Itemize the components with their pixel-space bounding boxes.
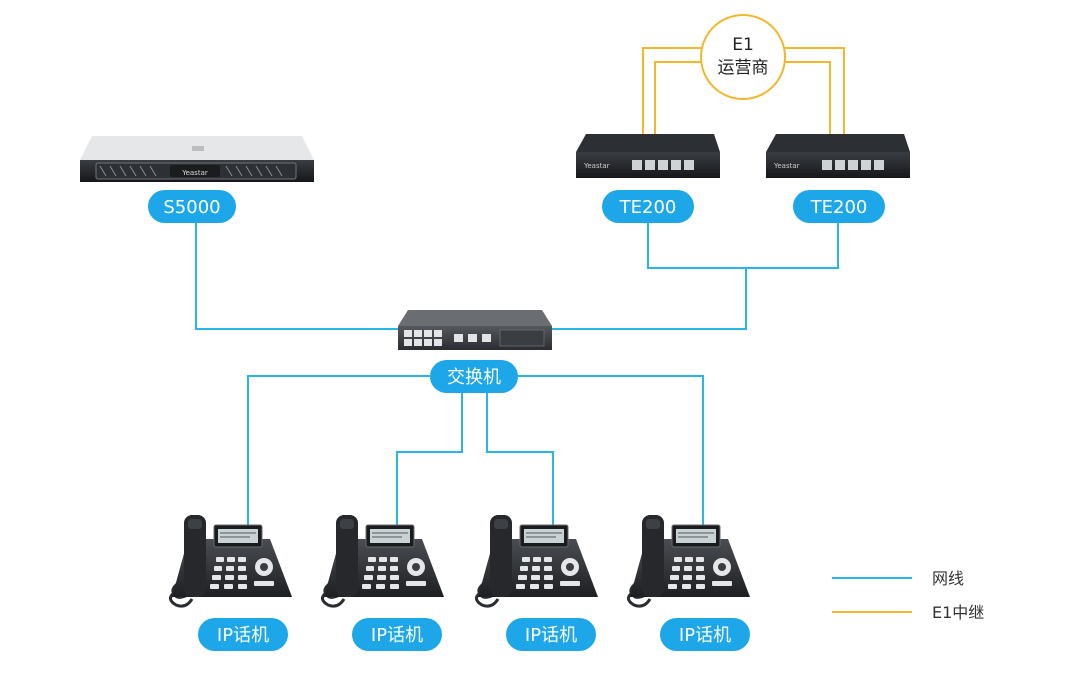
- carrier-label-line1: E1: [732, 35, 754, 55]
- label-te200-2: TE200: [793, 190, 885, 223]
- gateways-to-switch-cable: [552, 268, 747, 330]
- label-phone-4-text: IP话机: [679, 625, 731, 646]
- switch-to-phone1-cable: [247, 375, 430, 525]
- svg-text:Yeastar: Yeastar: [583, 162, 610, 170]
- switch-to-phone2-cable: [396, 392, 463, 525]
- label-phone-3: IP话机: [506, 618, 596, 651]
- te200-gateway-1: Yeastar: [576, 134, 720, 178]
- carrier-circle: [700, 14, 786, 100]
- network-cables: [195, 222, 839, 525]
- s5000-server: Yeastar: [80, 136, 314, 182]
- server-to-switch-cable: [195, 222, 398, 330]
- label-phone-4: IP话机: [660, 618, 750, 651]
- switch-to-phone3-cable: [486, 392, 554, 525]
- label-s5000-text: S5000: [163, 197, 220, 218]
- e1-trunk-gateway2-outer: [782, 47, 845, 134]
- label-te200-2-text: TE200: [810, 197, 868, 218]
- label-switch-text: 交换机: [447, 367, 501, 388]
- legend-e1-label: E1中继: [932, 603, 984, 622]
- label-te200-1-text: TE200: [619, 197, 677, 218]
- network-switch: [398, 310, 552, 350]
- carrier-label-line2: 运营商: [718, 58, 769, 78]
- e1-trunk-gateway2-inner: [782, 61, 831, 134]
- gateway1-to-gateway2-cable: [647, 222, 839, 269]
- label-s5000: S5000: [148, 190, 236, 223]
- label-phone-1: IP话机: [198, 618, 288, 651]
- legend-network-label: 网线: [932, 569, 964, 588]
- legend: 网线 E1中继: [832, 569, 984, 622]
- e1-trunk-cables: [642, 47, 845, 134]
- ip-phone-2: [320, 513, 446, 608]
- label-switch: 交换机: [430, 360, 518, 393]
- label-phone-1-text: IP话机: [217, 625, 269, 646]
- switch-to-phone4-cable: [516, 375, 704, 525]
- svg-text:Yeastar: Yeastar: [181, 169, 208, 177]
- label-phone-3-text: IP话机: [525, 625, 577, 646]
- ip-phone-3: [474, 513, 600, 608]
- label-phone-2: IP话机: [352, 618, 442, 651]
- ip-phone-4: [626, 513, 752, 608]
- e1-trunk-gateway1-inner: [654, 61, 704, 134]
- e1-carrier-node: E1 运营商: [700, 14, 786, 100]
- label-phone-2-text: IP话机: [371, 625, 423, 646]
- label-te200-1: TE200: [602, 190, 694, 223]
- e1-trunk-gateway1-outer: [642, 47, 704, 134]
- svg-text:Yeastar: Yeastar: [773, 162, 800, 170]
- te200-gateway-2: Yeastar: [766, 134, 910, 178]
- ip-phone-1: [168, 513, 294, 608]
